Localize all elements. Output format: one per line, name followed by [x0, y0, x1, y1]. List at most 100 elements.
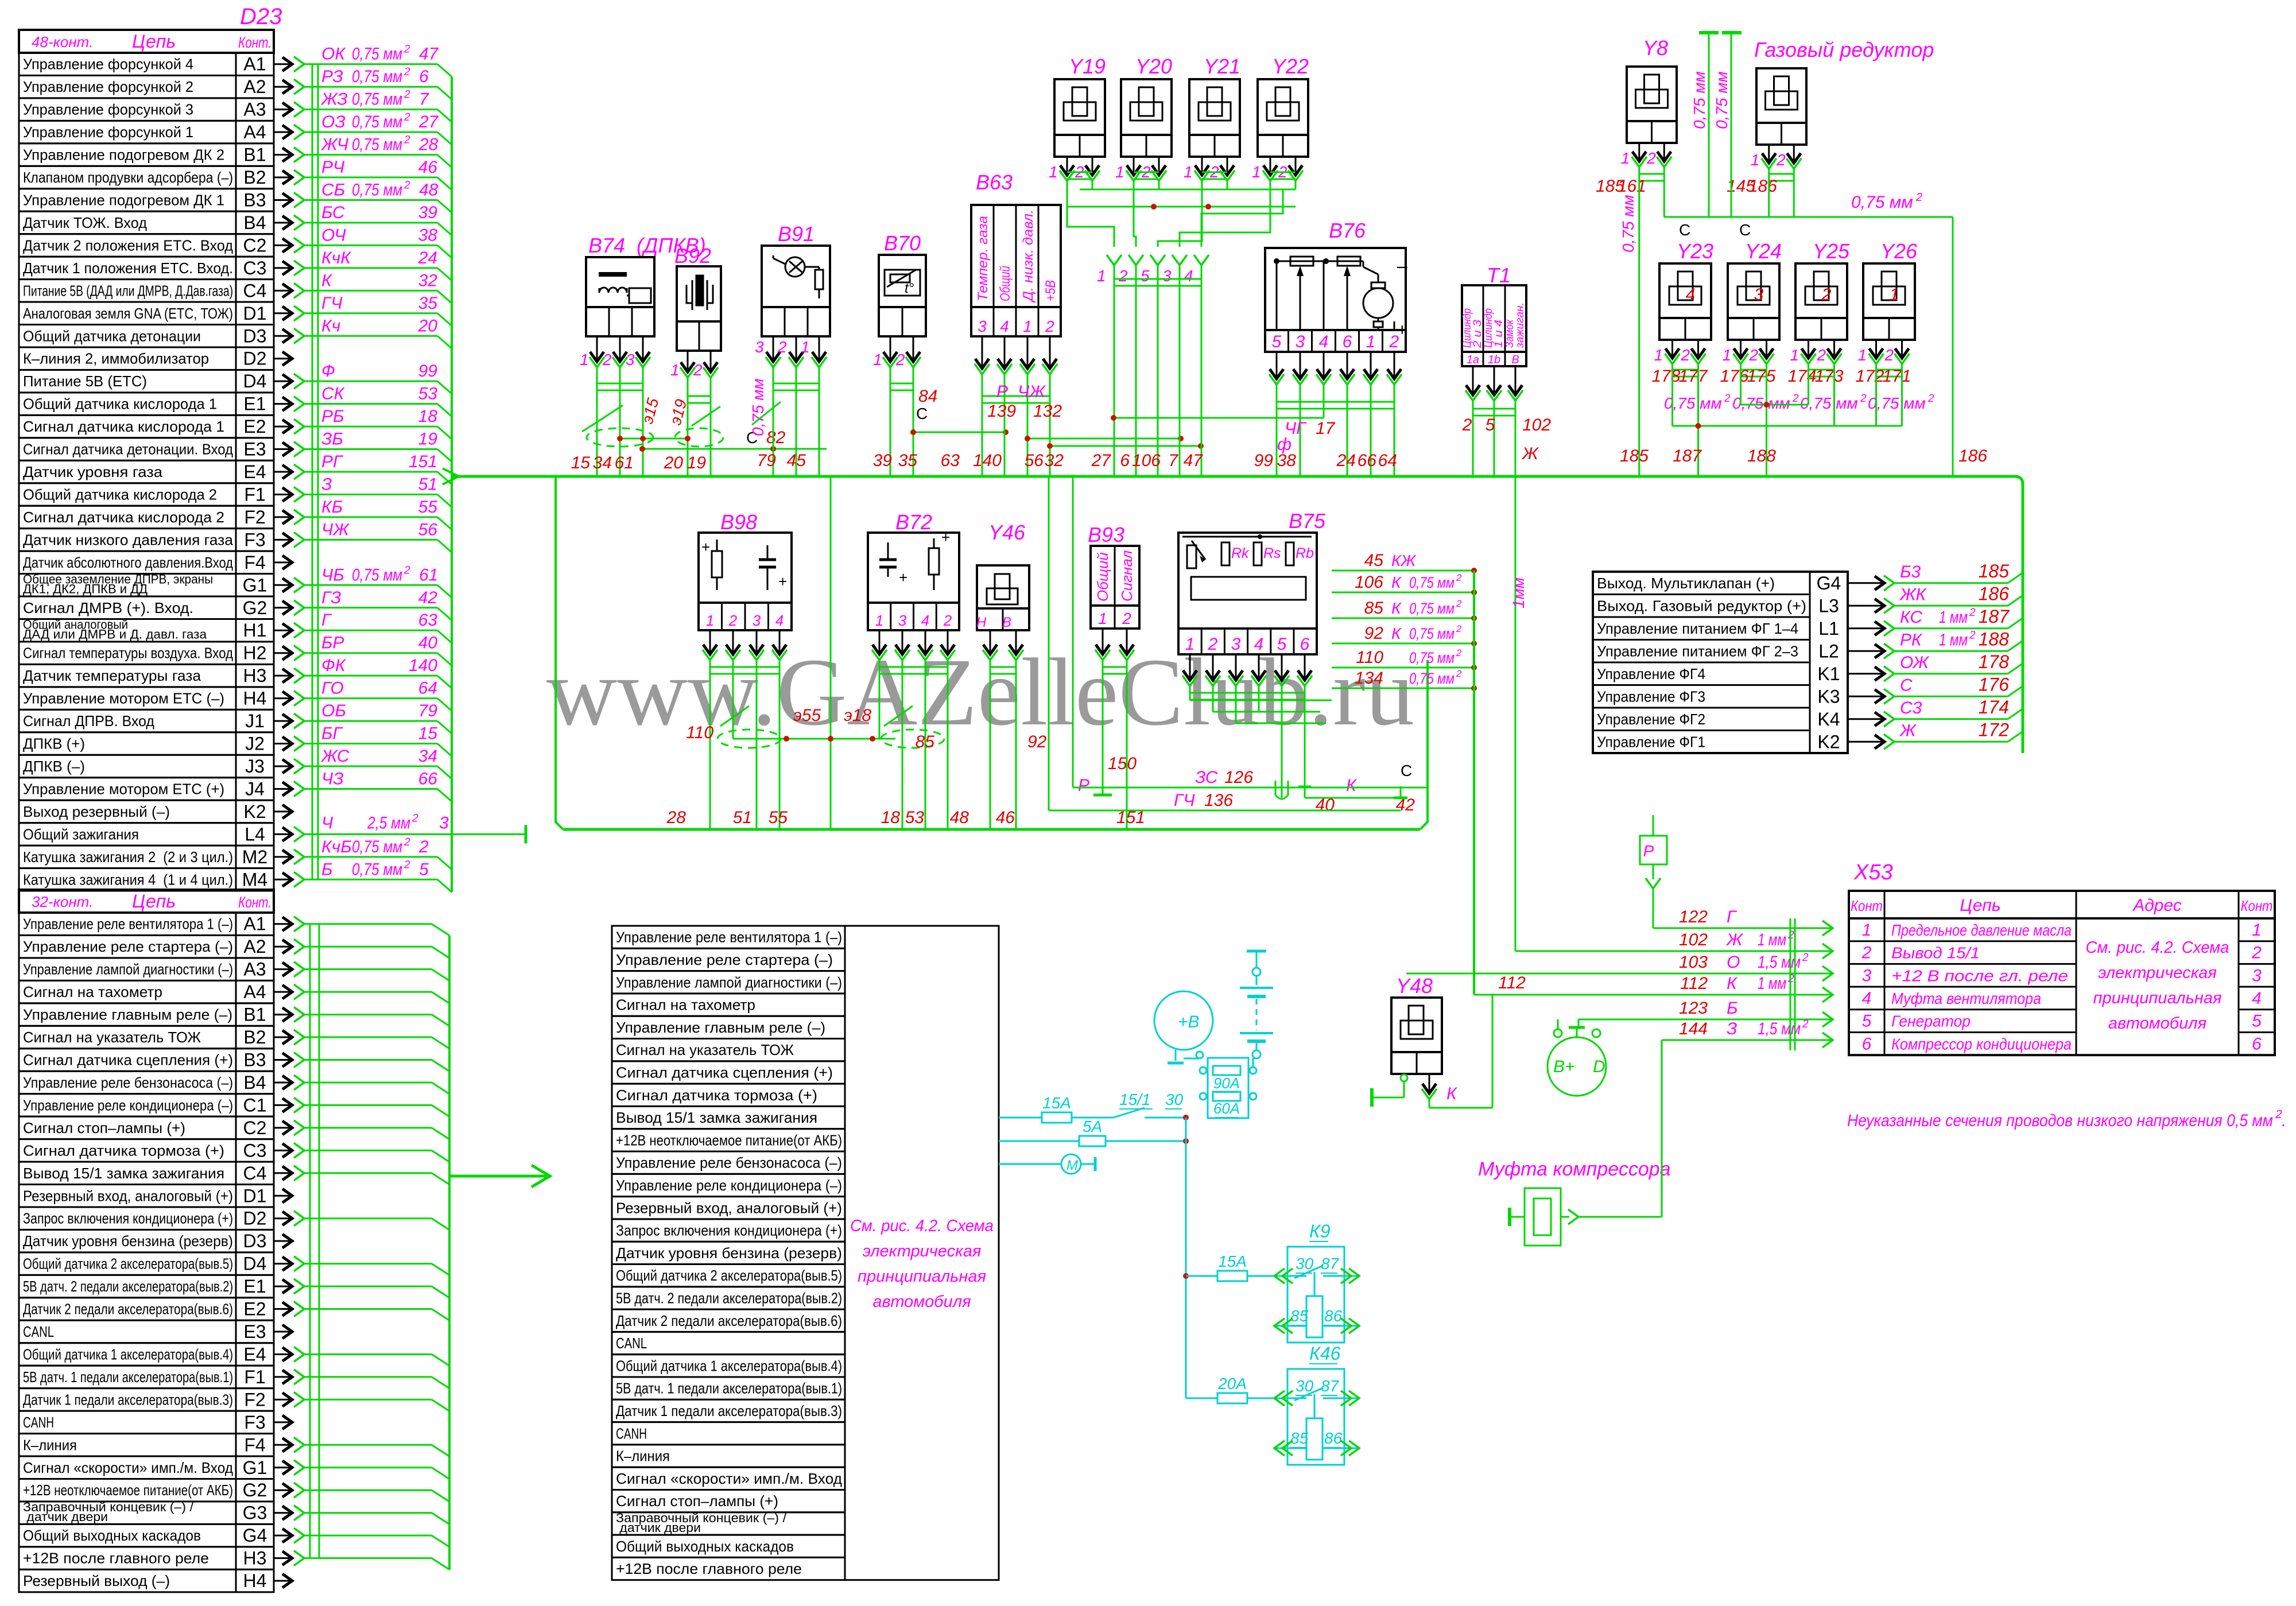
svg-text:K3: K3 [1817, 686, 1840, 707]
svg-text:32: 32 [1045, 451, 1064, 470]
svg-text:4: 4 [1686, 285, 1696, 304]
svg-text:Y48: Y48 [1396, 974, 1433, 998]
svg-text:H4: H4 [243, 1570, 267, 1591]
svg-text:174: 174 [1787, 367, 1816, 386]
svg-text:+: + [899, 569, 907, 586]
svg-text:ОЧ: ОЧ [321, 226, 346, 245]
svg-text:Управление питанием ФГ 2–3: Управление питанием ФГ 2–3 [1597, 642, 1798, 660]
svg-text:Rb: Rb [1296, 545, 1314, 561]
svg-text:Б: Б [321, 860, 333, 879]
svg-text:Rk: Rk [1231, 545, 1250, 561]
svg-text:103: 103 [1679, 953, 1708, 972]
svg-text:185: 185 [1620, 447, 1649, 465]
svg-text:M2: M2 [242, 847, 267, 867]
svg-text:2: 2 [1456, 598, 1462, 609]
svg-text:Общее заземление ДПРВ, экраны: Общее заземление ДПРВ, экраны [23, 572, 213, 587]
svg-text:K2: K2 [1817, 731, 1840, 752]
svg-text:ЖЧ: ЖЧ [320, 135, 349, 154]
svg-text:D4: D4 [243, 1254, 267, 1274]
svg-text:БГ: БГ [321, 724, 344, 743]
svg-text:ЧЗ: ЧЗ [321, 769, 344, 788]
svg-text:Заправочный концевик (–) /: Заправочный концевик (–) / [23, 1500, 194, 1514]
svg-text:0,75 мм: 0,75 мм [352, 90, 402, 109]
svg-text:3: 3 [753, 612, 761, 629]
svg-text:186: 186 [1958, 447, 1987, 465]
svg-text:28: 28 [666, 808, 687, 827]
svg-text:О: О [1727, 953, 1740, 972]
svg-text:E1: E1 [243, 394, 266, 414]
svg-text:0,75 мм: 0,75 мм [749, 378, 767, 436]
svg-text:+12В после главного реле: +12В после главного реле [616, 1560, 802, 1577]
svg-text:126: 126 [1224, 768, 1253, 787]
svg-text:2: 2 [1456, 668, 1462, 679]
svg-text:B3: B3 [243, 189, 266, 210]
svg-text:D3: D3 [243, 1231, 267, 1251]
svg-text:В93: В93 [1088, 523, 1124, 546]
svg-text:Датчик 1 положения ЕТС. Вход.: Датчик 1 положения ЕТС. Вход. [23, 259, 233, 277]
svg-text:ОЖ: ОЖ [1900, 653, 1929, 672]
svg-text:Сигнал стоп–лампы (+): Сигнал стоп–лампы (+) [23, 1119, 185, 1136]
svg-text:СК: СК [321, 385, 346, 404]
svg-text:J2: J2 [245, 734, 265, 754]
svg-text:Сигнал на тахометр: Сигнал на тахометр [23, 983, 162, 1000]
svg-text:3: 3 [978, 317, 987, 335]
svg-text:186: 186 [1979, 583, 2010, 604]
svg-text:Датчик уровня бензина (резерв): Датчик уровня бензина (резерв) [616, 1244, 842, 1262]
svg-text:В63: В63 [976, 170, 1013, 194]
svg-text:82: 82 [766, 428, 786, 447]
svg-text:3: 3 [1296, 332, 1305, 351]
svg-text:5В датч. 2 педали акселератора: 5В датч. 2 педали акселератора(выв.2) [616, 1289, 842, 1306]
svg-text:34: 34 [593, 453, 612, 472]
svg-text:Y23: Y23 [1677, 239, 1713, 263]
svg-text:1: 1 [1723, 346, 1732, 364]
svg-text:ОК: ОК [321, 45, 346, 64]
svg-text:B2: B2 [243, 167, 266, 188]
svg-text:2: 2 [1861, 944, 1872, 963]
svg-text:Ж: Ж [1725, 930, 1743, 949]
svg-text:20: 20 [418, 316, 438, 335]
svg-text:174: 174 [1979, 697, 2009, 717]
svg-text:Вывод 15/1 замка зажигания: Вывод 15/1 замка зажигания [23, 1165, 224, 1182]
svg-text:Датчик 2 положения ЕТС. Вход: Датчик 2 положения ЕТС. Вход [23, 236, 233, 254]
svg-text:К: К [1346, 776, 1358, 795]
svg-text:2: 2 [404, 111, 410, 123]
svg-text:В72: В72 [895, 510, 932, 534]
svg-text:В91: В91 [778, 222, 815, 246]
svg-text:38: 38 [1277, 451, 1297, 470]
svg-text:2: 2 [404, 134, 410, 146]
svg-text:D2: D2 [243, 348, 267, 369]
svg-text:K2: K2 [243, 801, 266, 822]
svg-text:144: 144 [1679, 1019, 1708, 1038]
svg-text:A2: A2 [243, 76, 266, 97]
svg-text:D1: D1 [243, 1185, 267, 1206]
svg-text:85: 85 [916, 732, 935, 751]
svg-text:63: 63 [418, 611, 438, 630]
svg-text:ОЗ: ОЗ [321, 113, 346, 131]
svg-text:30: 30 [1296, 1377, 1314, 1395]
svg-text:Сигнал стоп–лампы (+): Сигнал стоп–лампы (+) [616, 1492, 778, 1510]
svg-text:Управление питанием ФГ 1–4: Управление питанием ФГ 1–4 [1597, 620, 1798, 637]
svg-text:КЖ: КЖ [1391, 552, 1417, 569]
svg-text:К: К [1391, 624, 1402, 642]
svg-text:Управление лампой диагностики: Управление лампой диагностики (–) [616, 973, 842, 991]
svg-text:45: 45 [1364, 551, 1384, 570]
svg-text:0,75 мм: 0,75 мм [1409, 574, 1455, 591]
svg-text:2: 2 [404, 859, 410, 871]
svg-text:Y21: Y21 [1204, 55, 1240, 78]
svg-text:0,75 мм: 0,75 мм [352, 113, 402, 131]
svg-text:E4: E4 [243, 461, 266, 482]
svg-text:2: 2 [404, 66, 410, 78]
svg-text:электрическая: электрическая [2098, 964, 2217, 982]
svg-text:F1: F1 [244, 1367, 265, 1387]
svg-text:В+: В+ [1553, 1057, 1575, 1076]
svg-text:B1: B1 [243, 145, 266, 165]
svg-text:В76: В76 [1329, 219, 1366, 242]
svg-text:Катушка зажигания 4 (1 и 4 ци: Катушка зажигания 4 (1 и 4 цил.) [23, 871, 233, 888]
svg-text:Общий датчика 1 акселератора(в: Общий датчика 1 акселератора(выв.4) [23, 1345, 233, 1363]
svg-text:3: 3 [1754, 285, 1764, 304]
svg-text:35: 35 [418, 294, 438, 313]
svg-text:1: 1 [580, 351, 589, 368]
svg-text:112: 112 [1498, 973, 1526, 992]
svg-text:L2: L2 [1818, 641, 1839, 661]
svg-text:Цепь: Цепь [1960, 896, 2000, 915]
